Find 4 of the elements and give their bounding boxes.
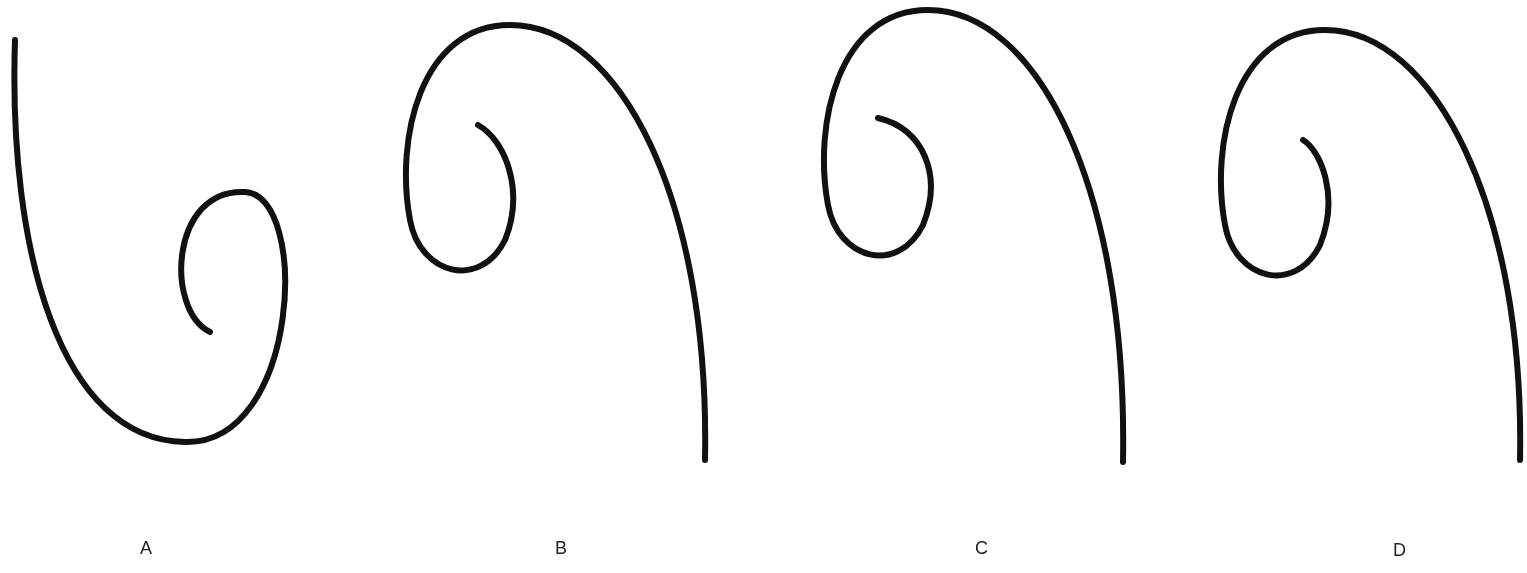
option-letter: B [555,538,567,558]
option-letter: C [975,538,988,558]
option-letter: D [1393,540,1406,560]
option-letter: A [140,538,152,558]
